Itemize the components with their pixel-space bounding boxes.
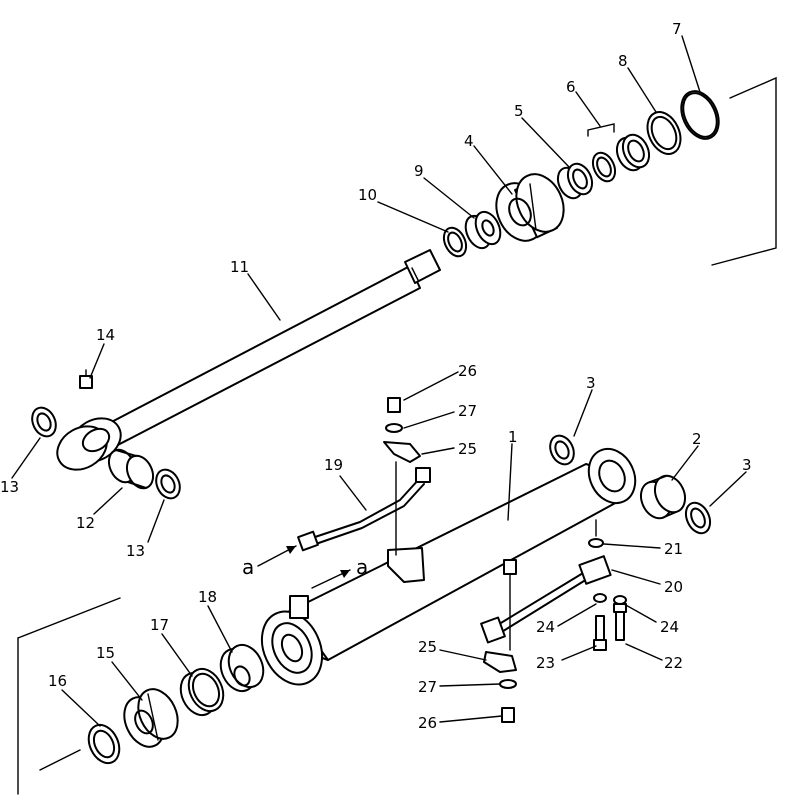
part-1-cylinder-tube <box>269 447 637 661</box>
label-7: 7 <box>672 20 682 38</box>
part-6-seal-set <box>587 123 651 183</box>
part-27-washer-top <box>385 423 403 433</box>
part-labels: 7 8 6 5 4 9 10 11 14 13 12 13 26 27 25 1… <box>0 20 752 732</box>
label-20: 20 <box>664 578 683 596</box>
label-16: 16 <box>48 672 67 690</box>
part-26-bolt-bottom <box>501 707 515 723</box>
part-5-ring <box>556 162 594 200</box>
label-22: 22 <box>664 654 683 672</box>
label-11: 11 <box>230 258 249 276</box>
part-17-ring <box>179 667 225 717</box>
part-9-nut <box>464 210 502 250</box>
part-13-dust-seal-right <box>155 468 181 500</box>
part-13-dust-seal-left <box>31 406 57 438</box>
label-9: 9 <box>414 162 424 180</box>
ref-arrow-a1 <box>257 545 297 567</box>
label-8: 8 <box>618 52 628 70</box>
label-23: 23 <box>536 654 555 672</box>
part-20-pipe <box>480 555 612 644</box>
label-18: 18 <box>198 588 217 606</box>
part-16-seal <box>87 723 121 765</box>
label-6: 6 <box>566 78 576 96</box>
label-3b: 3 <box>742 456 752 474</box>
label-1: 1 <box>508 428 518 446</box>
label-25a: 25 <box>458 440 477 458</box>
ref-arrow-a2 <box>311 569 351 589</box>
label-21: 21 <box>664 540 683 558</box>
part-rod-eye <box>56 417 122 471</box>
part-11-piston-rod <box>99 249 441 449</box>
part-23-bolt <box>593 615 607 651</box>
part-3-dust-seal-left <box>549 434 575 466</box>
label-15: 15 <box>96 644 115 662</box>
label-24a: 24 <box>536 618 555 636</box>
label-5: 5 <box>514 102 524 120</box>
label-4: 4 <box>464 132 474 150</box>
part-14-grease-fitting <box>79 369 93 389</box>
part-10-ring <box>442 226 468 258</box>
label-13a: 13 <box>0 478 19 496</box>
part-15-cylinder-head <box>123 688 179 748</box>
frame-lines <box>17 76 777 795</box>
part-3-dust-seal-right <box>684 501 712 535</box>
part-8-ring <box>646 111 682 155</box>
label-25b: 25 <box>418 638 437 656</box>
part-12-bushing <box>107 448 155 490</box>
part-25-clamp-bottom <box>483 651 517 673</box>
part-4-piston <box>495 173 565 242</box>
label-3a: 3 <box>586 374 596 392</box>
part-25-clamp-top <box>383 441 421 463</box>
part-7-backup-ring <box>680 90 720 140</box>
label-17: 17 <box>150 616 169 634</box>
label-2: 2 <box>692 430 702 448</box>
part-26-bolt-top <box>387 397 401 413</box>
label-12: 12 <box>76 514 95 532</box>
label-27b: 27 <box>418 678 437 696</box>
label-24b: 24 <box>660 618 679 636</box>
part-18-collar <box>219 643 265 693</box>
part-21-o-ring <box>588 538 604 548</box>
part-24-washer-right <box>613 595 627 605</box>
leader-lines <box>11 35 747 727</box>
label-13b: 13 <box>126 542 145 560</box>
label-ref-a1: a <box>242 555 254 579</box>
label-19: 19 <box>324 456 343 474</box>
part-bracket <box>387 547 425 583</box>
label-26b: 26 <box>418 714 437 732</box>
part-24-washer-left <box>593 593 607 603</box>
part-2-bushing <box>639 474 687 520</box>
label-27a: 27 <box>458 402 477 420</box>
label-26a: 26 <box>458 362 477 380</box>
part-cylinder-head-end <box>260 595 324 686</box>
part-27-washer-bottom <box>499 679 517 689</box>
label-10: 10 <box>358 186 377 204</box>
part-19-hose <box>297 467 431 552</box>
part-22-bolt <box>613 603 627 641</box>
label-ref-a2: a <box>356 555 368 579</box>
label-14: 14 <box>96 326 115 344</box>
